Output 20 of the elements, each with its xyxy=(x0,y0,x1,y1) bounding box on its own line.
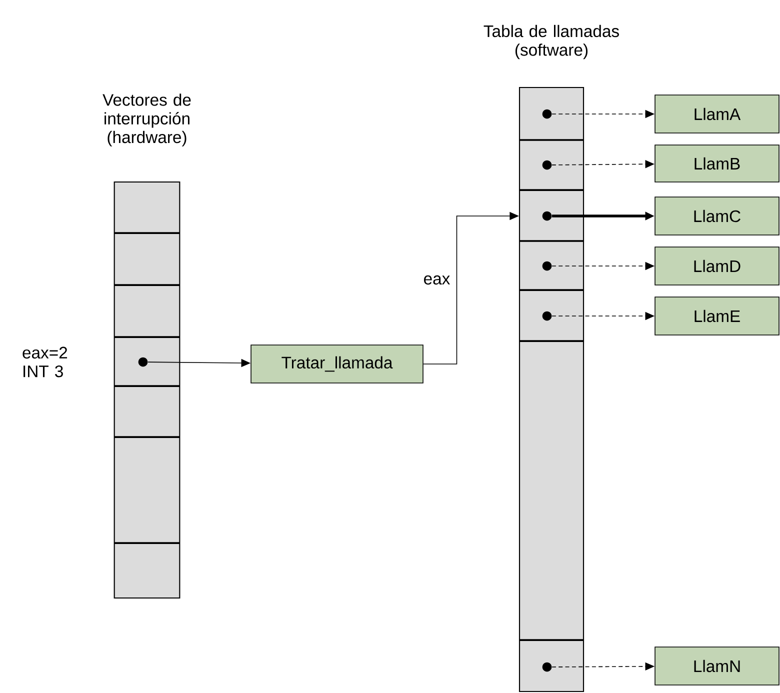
note-text: eax=2 INT 3 xyxy=(22,346,68,378)
table-column: Tabla de llamadas (software) xyxy=(484,24,619,692)
process-box: LlamB xyxy=(654,144,780,182)
dot xyxy=(542,211,552,221)
process-box: LlamN xyxy=(654,646,780,686)
process-box: LlamE xyxy=(654,296,780,336)
node-label: Tabla de llamadas (software) xyxy=(484,24,619,60)
dot xyxy=(138,357,148,367)
table-column: Vectores de interrupción (hardware) xyxy=(102,94,191,599)
dot xyxy=(542,662,552,672)
process-box: LlamA xyxy=(654,94,780,134)
process-box: LlamD xyxy=(654,246,780,286)
dot xyxy=(542,109,552,119)
node-label: Vectores de interrupción (hardware) xyxy=(102,94,191,146)
dot xyxy=(542,311,552,321)
dot xyxy=(542,261,552,271)
process-box: Tratar_llamada xyxy=(250,344,424,384)
process-box: LlamC xyxy=(654,196,780,236)
dot xyxy=(542,160,552,170)
edge-label: eax xyxy=(424,275,450,285)
